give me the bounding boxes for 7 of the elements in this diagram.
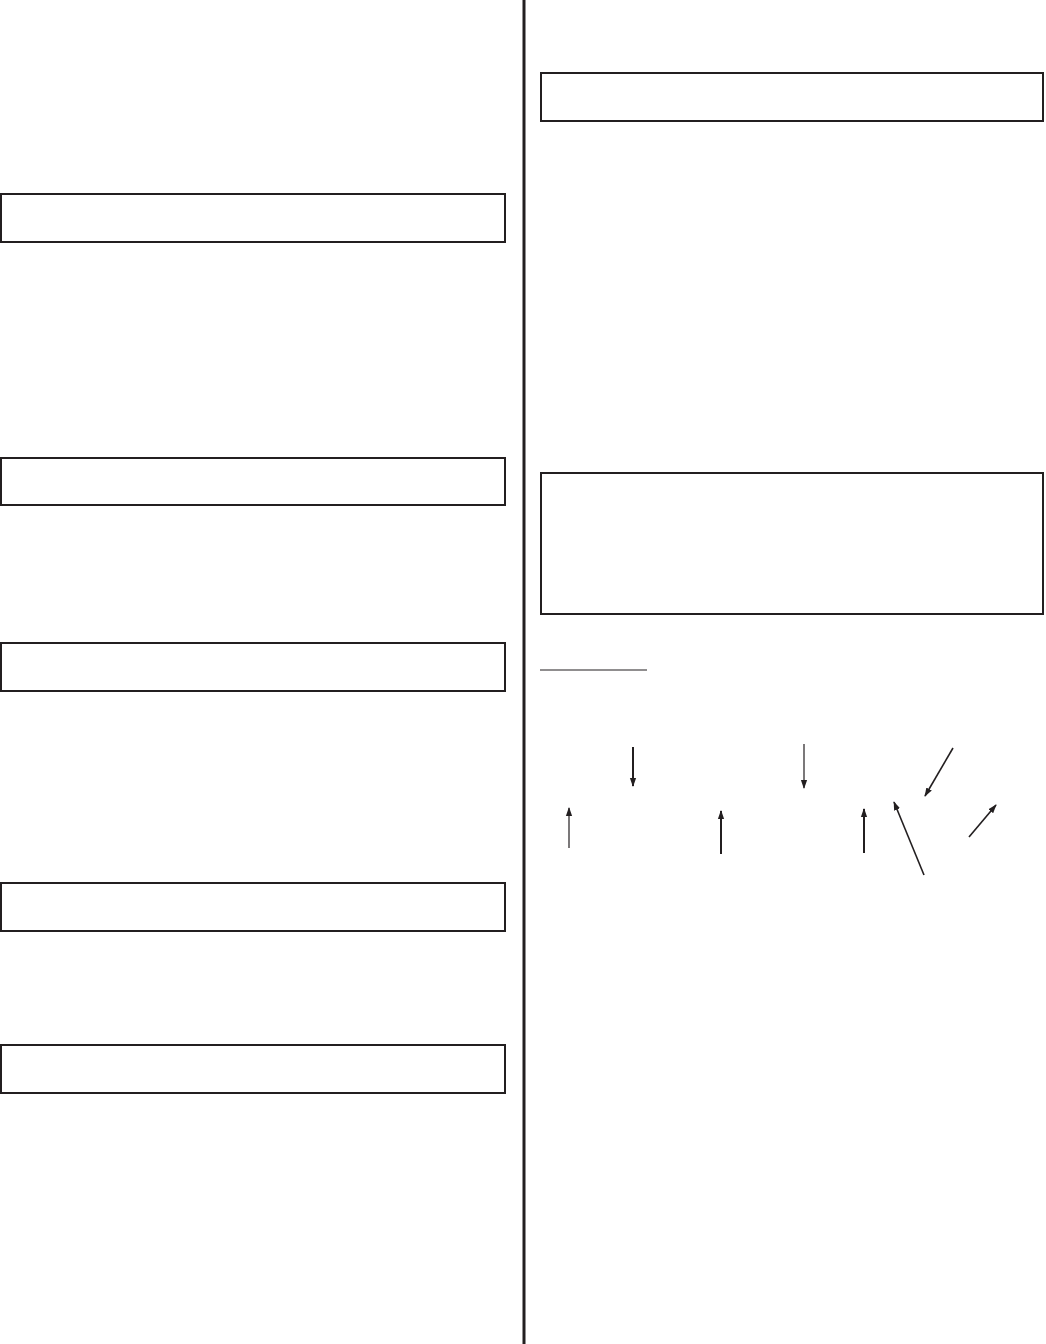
empty-box <box>0 642 506 692</box>
empty-box <box>540 72 1044 122</box>
empty-box <box>0 1044 506 1094</box>
empty-box <box>540 472 1044 615</box>
empty-box <box>0 457 506 506</box>
empty-box <box>0 882 506 932</box>
empty-box <box>0 193 506 243</box>
